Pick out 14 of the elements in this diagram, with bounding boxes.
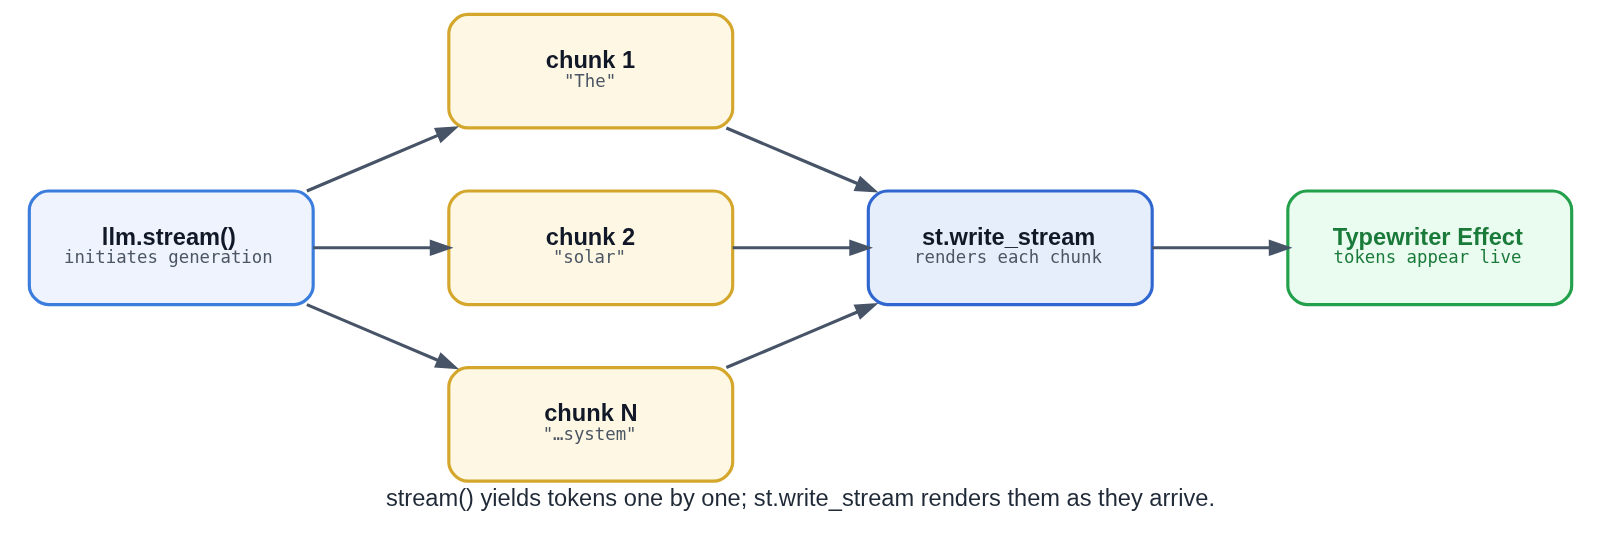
node-box: chunk 1 "The" — [446, 12, 734, 130]
arrow — [312, 239, 453, 257]
node-box: Typewriter Effect tokens appear live — [1285, 189, 1573, 307]
node-box: st.write_stream renders each chunk — [866, 189, 1154, 307]
arrow — [305, 126, 459, 193]
arrow — [732, 239, 873, 257]
caption: stream() yields tokens one by one; st.write_stream renders them as they arrive. — [385, 485, 1215, 512]
node-box: chunk 2 "solar" — [446, 189, 734, 307]
arrow — [305, 303, 459, 370]
node-box: chunk N "…system" — [446, 366, 734, 483]
arrow — [725, 126, 879, 193]
node-box: llm.stream() initiates generation — [27, 189, 315, 307]
arrow — [1151, 239, 1292, 257]
arrow — [725, 303, 879, 369]
